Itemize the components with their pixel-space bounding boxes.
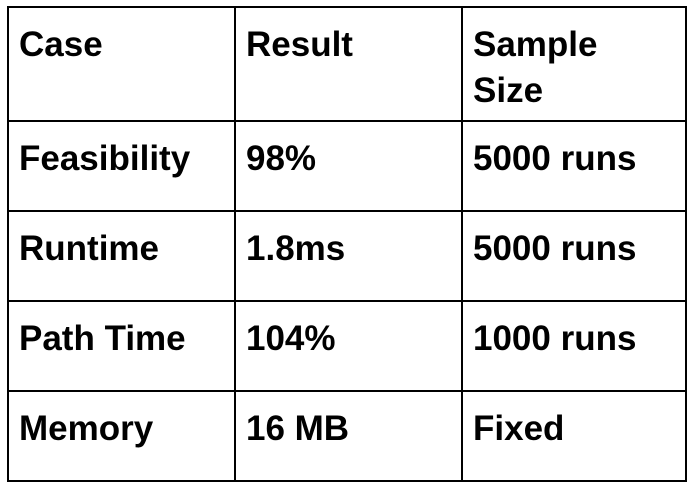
header-cell-case: Case	[7, 6, 236, 122]
cell-result: 16 MB	[234, 390, 463, 482]
cell-sample-size: 5000 runs	[461, 120, 687, 212]
cell-result: 104%	[234, 300, 463, 392]
cell-case: Feasibility	[7, 120, 236, 212]
table-row: Path Time 104% 1000 runs	[7, 300, 687, 392]
cell-case: Path Time	[7, 300, 236, 392]
cell-sample-size: 5000 runs	[461, 210, 687, 302]
cell-sample-size: 1000 runs	[461, 300, 687, 392]
cell-case: Runtime	[7, 210, 236, 302]
table-row: Feasibility 98% 5000 runs	[7, 120, 687, 212]
results-table: Case Result Sample Size Feasibility 98% …	[7, 6, 687, 482]
table-header-row: Case Result Sample Size	[7, 6, 687, 122]
table-row: Memory 16 MB Fixed	[7, 390, 687, 482]
header-cell-result: Result	[234, 6, 463, 122]
cell-result: 98%	[234, 120, 463, 212]
cell-sample-size: Fixed	[461, 390, 687, 482]
cell-result: 1.8ms	[234, 210, 463, 302]
header-cell-sample-size: Sample Size	[461, 6, 687, 122]
table-row: Runtime 1.8ms 5000 runs	[7, 210, 687, 302]
cell-case: Memory	[7, 390, 236, 482]
